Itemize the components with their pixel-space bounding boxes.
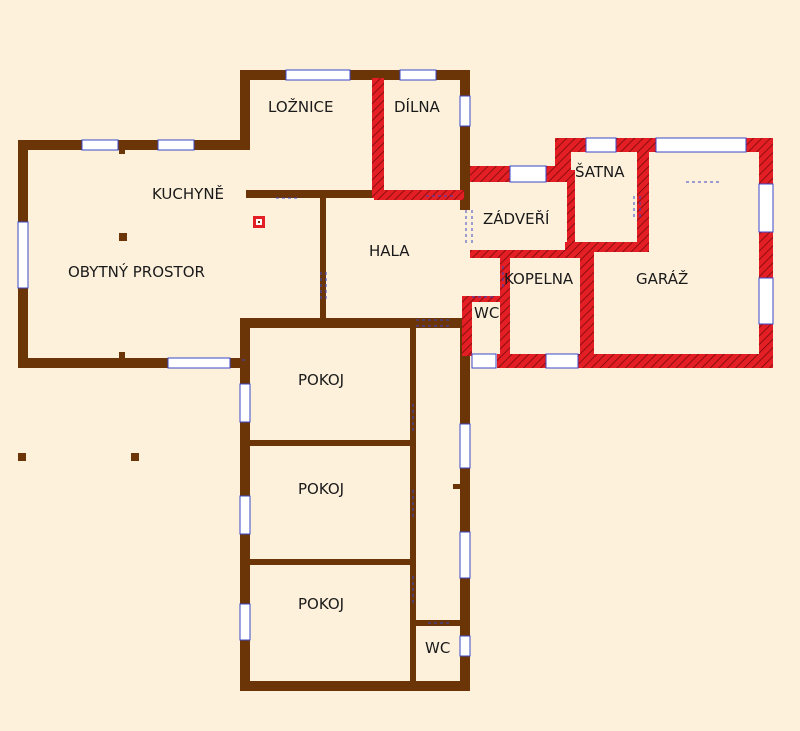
room-label-obytny-prostor: OBYTNÝ PROSTOR	[68, 262, 205, 281]
doorways	[242, 181, 720, 624]
room-label-zadveri: ZÁDVEŘÍ	[483, 209, 549, 228]
room-label-pokoj-3: POKOJ	[298, 595, 344, 613]
room-label-wc-upper: WC	[474, 304, 499, 322]
room-label-satna: ŠATNA	[575, 162, 625, 181]
room-label-pokoj-2: POKOJ	[298, 480, 344, 498]
room-label-kuchyne: KUCHYNĚ	[152, 184, 224, 203]
room-label-garaz: GARÁŽ	[636, 269, 688, 288]
room-label-loznice: LOŽNICE	[268, 97, 334, 116]
room-label-hala: HALA	[369, 242, 410, 260]
room-label-pokoj-1: POKOJ	[298, 371, 344, 389]
room-labels: LOŽNICE DÍLNA KUCHYNĚ ŠATNA ZÁDVEŘÍ HALA…	[68, 97, 688, 657]
room-label-kopelna: KOPELNA	[504, 270, 574, 288]
chimney-icon	[253, 216, 265, 228]
room-label-wc-lower: WC	[425, 639, 450, 657]
existing-walls	[18, 70, 470, 691]
room-label-dilna: DÍLNA	[394, 97, 441, 116]
windows	[17, 69, 774, 657]
